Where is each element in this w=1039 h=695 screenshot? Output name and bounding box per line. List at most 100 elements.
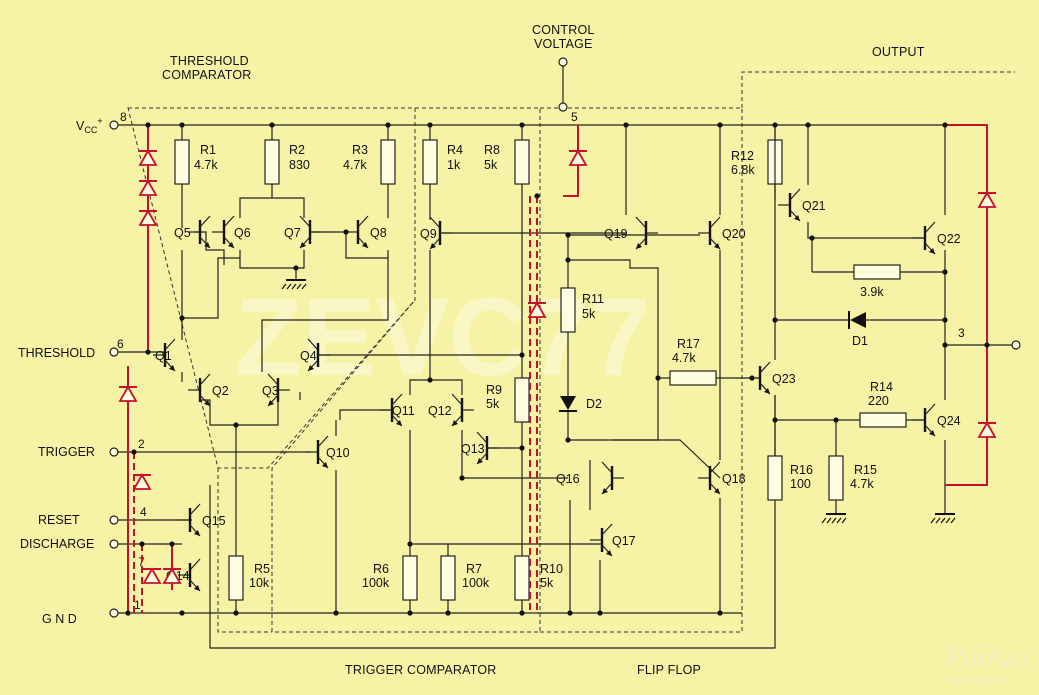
transistor-label: Q5 [174,226,191,240]
r15-id: R15 [854,463,877,477]
protection-diode-icon [132,473,152,490]
transistor-q10: Q10 [306,435,350,469]
transistor-q16: Q16 [556,461,624,495]
r17-value: 4.7k [672,351,696,365]
r16-value: 100 [790,477,811,491]
junction-dot [131,449,137,455]
transistor-label: Q20 [722,227,746,241]
transistor-label: Q3 [262,384,279,398]
transistor-label: Q9 [420,227,437,241]
junction-dot [343,229,349,235]
junction-dot [233,610,239,616]
junction-dot [333,610,339,616]
transistor-label: Q10 [326,446,350,460]
r15-value: 4.7k [850,477,874,491]
diode-d1: D1 [848,311,868,348]
r5-value: 10k [249,576,270,590]
trigger-comparator-title: TRIGGER COMPARATOR [345,663,497,677]
r14-id: R14 [870,380,893,394]
transistor-q15: Q15 [178,503,226,537]
transistor-label: Q24 [937,414,961,428]
pin-8-number: 8 [120,110,127,124]
r17-id: R17 [677,337,700,351]
junction-dot [519,610,525,616]
transistor-q22: Q22 [913,221,961,255]
section-boundaries [127,71,1015,633]
junction-dot [809,235,815,241]
transistor-q19: Q19 [604,216,658,250]
junction-dot [427,377,433,383]
r11-id: R11 [582,292,604,306]
junction-dot [445,610,451,616]
junction-dot [655,375,661,381]
transistor-label: Q12 [428,404,452,418]
r1-id: R1 [200,143,216,157]
pin-2-number: 2 [138,437,145,451]
r8-id: R8 [484,143,500,157]
junction-dot [385,122,391,128]
transistor-label: Q2 [212,384,229,398]
r6-id: R6 [373,562,389,576]
r9-value: 5k [486,397,500,411]
junction-dot [567,610,573,616]
transistor-label: Q21 [802,199,826,213]
r12-value: 6.8k [731,163,755,177]
junction-dot [519,122,525,128]
protection-diode-icon [138,209,158,226]
junction-dots [125,122,990,616]
flip-flop-title: FLIP FLOP [637,663,701,677]
transistor-label: Q6 [234,226,251,240]
transistor-label: Q4 [300,349,317,363]
watermark: ZEVC77 [235,276,651,399]
junction-dot [565,232,571,238]
junction-dot [407,610,413,616]
protection-diode-icon [138,179,158,196]
protection-diodes [127,124,988,613]
protection-diode-icon [118,385,138,402]
r10-value: 5k [540,576,554,590]
junction-dot [772,417,778,423]
pin-terminals [109,57,1021,618]
r10-id: R10 [540,562,563,576]
protection-diode-icon [138,149,158,166]
pin-5-number: 5 [571,110,578,124]
junction-dot [942,317,948,323]
junction-dot [717,122,723,128]
gnd-pin-label: G N D [42,612,77,626]
junction-dot [179,122,185,128]
svg-text:D2: D2 [586,397,602,411]
junction-dot [942,269,948,275]
junction-dot [984,342,990,348]
junction-dot [179,610,185,616]
r7-value: 100k [462,576,490,590]
r8-value: 5k [484,158,498,172]
r3-value: 4.7k [343,158,367,172]
junction-dot [269,122,275,128]
junction-dot [427,122,433,128]
protection-diode-icon [568,149,588,166]
junction-dot [233,422,239,428]
junction-dot [179,315,185,321]
pin-labels: VCC+ 8 THRESHOLD 6 TRIGGER 2 RESET 4 DIS… [18,110,965,626]
r12-id: R12 [731,149,754,163]
protection-diode-icon [527,301,547,318]
junction-dot [145,122,151,128]
transistor-label: Q13 [461,442,485,456]
r4-value: 1k [447,158,461,172]
junction-dot [125,610,131,616]
junction-dot [749,375,755,381]
r2-id: R2 [289,143,305,157]
junction-dot [772,317,778,323]
r9-id: R9 [486,383,502,397]
protection-diode-icon [142,567,162,584]
interconnect-wiring [181,125,946,613]
transistor-q21: Q21 [778,188,826,222]
discharge-pin-label: DISCHARGE [20,537,94,551]
brand-site: radiokot.ru [946,674,1009,687]
r2-value: 830 [289,158,310,172]
pin-6-number: 6 [117,337,124,351]
transistor-q6: Q6 [212,215,251,249]
r5-id: R5 [254,562,270,576]
